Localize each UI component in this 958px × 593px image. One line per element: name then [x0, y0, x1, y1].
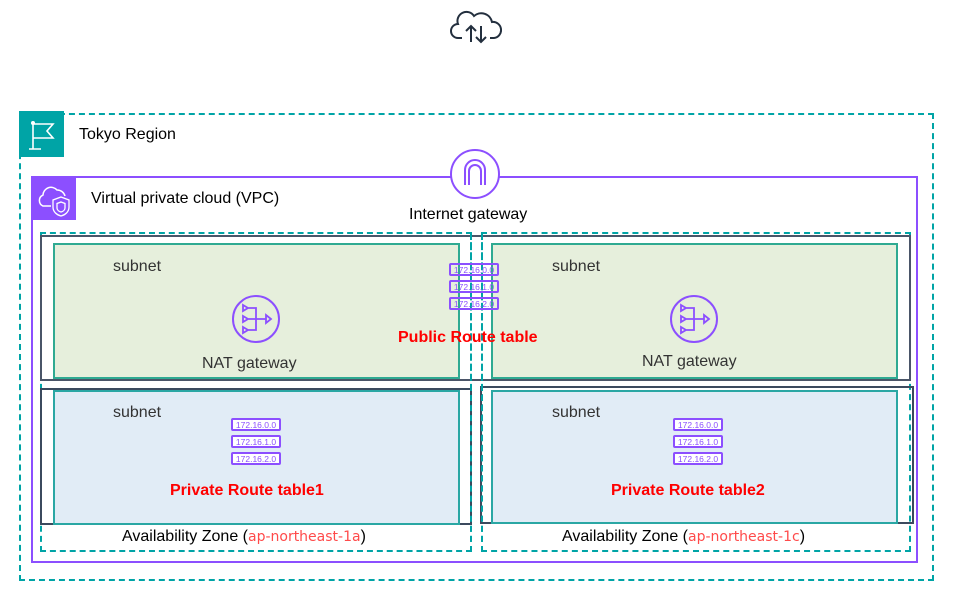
route-entry: 172.16.1.0 — [231, 435, 281, 448]
public-route-boundary — [40, 235, 911, 381]
cloud-shield-icon — [31, 176, 76, 220]
nat-gateway-1-label: NAT gateway — [202, 355, 297, 372]
public-subnet-2-label: subnet — [552, 258, 601, 275]
az-code: ap-northeast-1a — [247, 529, 361, 545]
nat-gateway-icon[interactable] — [669, 294, 719, 344]
cloud-upload-download-icon — [450, 10, 502, 44]
az-code: ap-northeast-1c — [687, 529, 800, 545]
availability-zone-1a-label: Availability Zone (ap-northeast-1a) — [122, 528, 366, 546]
route-entry: 172.16.0.0 — [449, 263, 499, 276]
az-divider-right — [481, 234, 483, 552]
az-prefix: Availability Zone ( — [122, 528, 248, 545]
route-entry: 172.16.2.0 — [231, 452, 281, 465]
nat-gateway-icon[interactable] — [231, 294, 281, 344]
region-label: Tokyo Region — [79, 126, 176, 143]
route-entry: 172.16.1.0 — [673, 435, 723, 448]
internet-gateway-label: Internet gateway — [409, 206, 528, 223]
az-suffix: ) — [799, 528, 806, 545]
route-entry: 172.16.1.0 — [449, 280, 499, 293]
private-route-table-1-icon[interactable]: 172.16.0.0 172.16.1.0 172.16.2.0 — [231, 418, 281, 469]
vpc-label: Virtual private cloud (VPC) — [91, 190, 280, 207]
private-subnet-2-label: subnet — [552, 404, 601, 421]
public-route-table-label: Public Route table — [398, 329, 538, 346]
az-divider-left — [470, 234, 472, 552]
route-entry: 172.16.2.0 — [449, 297, 499, 310]
route-entry: 172.16.0.0 — [673, 418, 723, 431]
public-subnet-1-label: subnet — [113, 258, 162, 275]
private-route-table-2-label: Private Route table2 — [611, 482, 765, 499]
public-route-table-icon[interactable]: 172.16.0.0 172.16.1.0 172.16.2.0 — [449, 263, 499, 314]
flag-icon — [19, 111, 64, 157]
private-route-table-1-label: Private Route table1 — [170, 482, 324, 499]
internet-gateway-icon[interactable] — [449, 148, 501, 200]
region-boundary — [19, 113, 934, 581]
route-entry: 172.16.2.0 — [673, 452, 723, 465]
private-subnet-1-label: subnet — [113, 404, 162, 421]
az-prefix: Availability Zone ( — [562, 528, 688, 545]
az-suffix: ) — [360, 528, 366, 545]
private-route-table-2-icon[interactable]: 172.16.0.0 172.16.1.0 172.16.2.0 — [673, 418, 723, 469]
route-entry: 172.16.0.0 — [231, 418, 281, 431]
nat-gateway-2-label: NAT gateway — [642, 353, 737, 370]
availability-zone-1c-label: Availability Zone (ap-northeast-1c) — [562, 528, 805, 546]
